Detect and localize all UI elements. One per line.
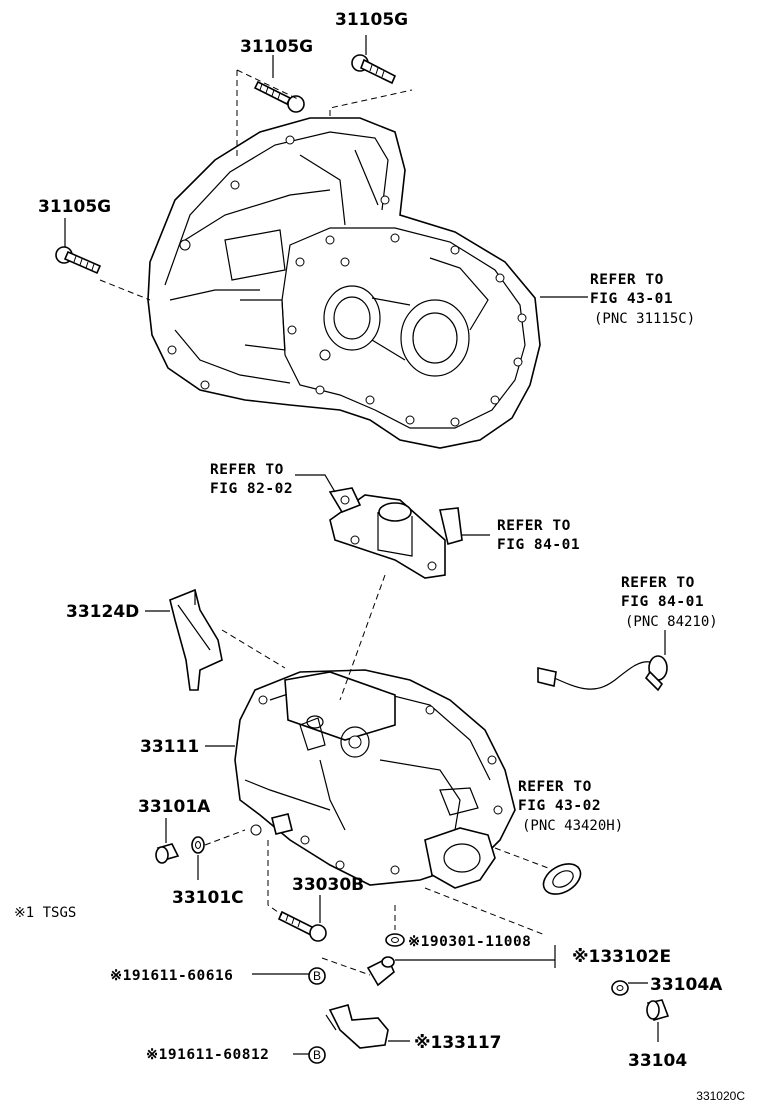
refer-84-01-b-line3: (PNC 84210) — [625, 614, 718, 630]
drain-plug-drawing — [646, 999, 670, 1021]
label-bolt-top-left: 31105G — [240, 37, 313, 57]
svg-text:B: B — [313, 1048, 321, 1062]
gasket-33101c-drawing — [191, 836, 205, 854]
b-marker-2: B — [308, 1046, 326, 1064]
bolt-33030b-drawing — [277, 910, 327, 942]
label-washer-190301: ※190301-11008 — [408, 934, 531, 950]
refer-43-01-line2: FIG 43-01 — [590, 291, 673, 307]
refer-84-01-a-line1: REFER TO — [497, 518, 571, 534]
transmission-case-drawing — [234, 669, 516, 889]
oil-seal-drawing — [542, 863, 582, 895]
bolt-top-left-drawing — [253, 80, 305, 113]
refer-43-01-line3: (PNC 31115C) — [594, 311, 695, 327]
label-drain-plug-33104: 33104 — [628, 1051, 687, 1071]
tsgs-note: ※1 TSGS — [14, 905, 76, 921]
label-case-33111: 33111 — [140, 737, 199, 757]
refer-82-02-line1: REFER TO — [210, 462, 284, 478]
shift-cover-drawing — [328, 487, 463, 579]
speed-sensor-drawing — [537, 655, 668, 692]
figure-code: 331020C — [696, 1089, 745, 1103]
label-bolt-top-right: 31105G — [335, 10, 408, 30]
bracket-drawing — [169, 588, 223, 691]
plug-33101a-drawing — [155, 843, 180, 864]
b-marker-1: B — [308, 967, 326, 985]
refer-84-01-a-line2: FIG 84-01 — [497, 537, 580, 553]
clutch-housing-drawing — [147, 117, 541, 449]
refer-43-02-line2: FIG 43-02 — [518, 798, 601, 814]
label-bolt-191611-60616: ※191611-60616 — [110, 968, 233, 984]
label-bracket-33124d: 33124D — [66, 602, 139, 622]
bracket-33117-drawing — [325, 1004, 389, 1049]
svg-text:B: B — [313, 969, 321, 983]
label-bolt-191611-60812: ※191611-60812 — [146, 1047, 269, 1063]
refer-84-01-b-line1: REFER TO — [621, 575, 695, 591]
refer-82-02-line2: FIG 82-02 — [210, 481, 293, 497]
label-plug-33101a: 33101A — [138, 797, 211, 817]
refer-43-01-line1: REFER TO — [590, 272, 664, 288]
label-gasket-33101c: 33101C — [172, 888, 244, 908]
label-bolt-left: 31105G — [38, 197, 111, 217]
washer-drawing — [385, 933, 405, 947]
bolt-top-right-drawing — [351, 54, 397, 85]
label-bracket-33117: ※133117 — [414, 1033, 502, 1053]
bolt-left-drawing — [55, 246, 102, 275]
refer-84-01-b-line2: FIG 84-01 — [621, 594, 704, 610]
gasket-33104a-drawing — [611, 980, 629, 996]
label-bolt-33030b: 33030B — [292, 875, 364, 895]
plug-33102e-drawing — [366, 956, 395, 987]
refer-43-02-line3: (PNC 43420H) — [522, 818, 623, 834]
label-gasket-33104a: 33104A — [650, 975, 723, 995]
refer-43-02-line1: REFER TO — [518, 779, 592, 795]
label-plug-33102e: ※133102E — [572, 947, 671, 967]
